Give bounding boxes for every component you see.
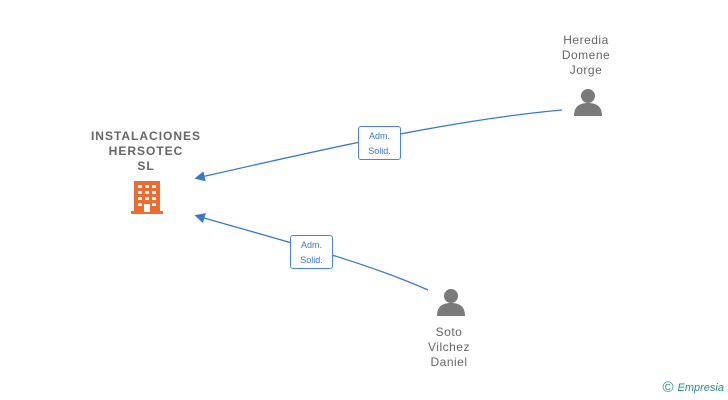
relation-badge-soto: Adm. Solid. (290, 235, 333, 269)
building-icon[interactable] (131, 181, 163, 214)
copyright-symbol: © (662, 379, 674, 396)
footer-brand: © Empresia (662, 379, 724, 396)
company-name[interactable]: INSTALACIONES HERSOTEC SL (90, 129, 202, 173)
person-icon[interactable] (574, 89, 602, 116)
person-name-soto[interactable]: Soto Vilchez Daniel (428, 325, 470, 369)
relation-badge-heredia: Adm. Solid. (358, 126, 401, 160)
brand-name: Empresia (677, 381, 724, 394)
person-icon[interactable] (437, 289, 465, 316)
person-name-heredia[interactable]: Heredia Domene Jorge (561, 33, 611, 77)
